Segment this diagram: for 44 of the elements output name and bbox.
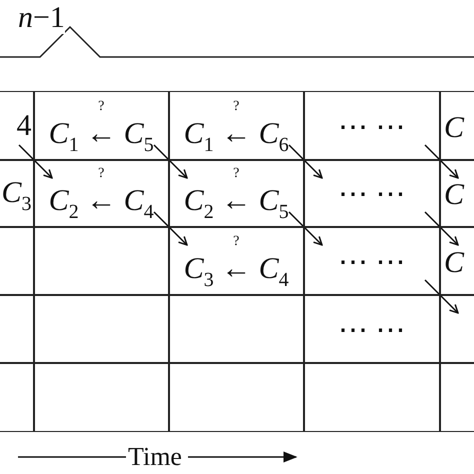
query-mark: ? [233,166,240,182]
table-cell [168,294,304,364]
table-cell [168,91,304,160]
table-cell [439,226,474,296]
cell-text: ⋯ ⋯ [338,314,406,348]
query-mark: ? [98,166,104,182]
cell-text: ⋯ ⋯ [338,246,406,280]
cell-text: C$_{1}$ ← C$_{6}$ [184,116,289,151]
table-cell [33,159,170,228]
table-cell [439,362,474,432]
table-cell [168,159,304,228]
table-cell [0,91,34,160]
table-cell [33,294,170,364]
table-cell [168,362,304,432]
table-cell [0,362,34,432]
cell-text: 4 [16,108,32,143]
query-mark: ? [233,98,240,115]
table-cell [439,294,474,364]
query-mark: ? [233,234,240,250]
query-mark: ? [98,98,104,115]
table-cell [33,226,170,296]
table-cell [439,159,474,228]
table-cell [168,226,304,296]
table-cell [33,362,170,432]
table-cell [0,159,34,228]
table-cell [303,91,440,160]
cell-text: ⋯ ⋯ [338,110,406,145]
table-cell [303,226,440,296]
cell-text: C$_{3}$ ← C$_{4}$ [184,252,289,286]
cell-text: C [444,246,464,280]
cell-text: ⋯ ⋯ [338,178,406,212]
table-cell [303,294,440,364]
table-cell [33,91,170,160]
table-cell [0,226,34,296]
cell-text: C [444,110,464,145]
cell-text: C$_{1}$ ← C$_{5}$ [48,116,154,151]
cell-text: C$_{2}$ ← C$_{4}$ [48,184,154,218]
table-cell [0,294,34,364]
cell-text: C [444,178,464,212]
cell-text: C$_{2}$ ← C$_{5}$ [184,184,289,218]
table-cell [439,91,474,160]
cell-text: C$_{3}$ [1,176,32,210]
table-cell [303,159,440,228]
table-cell [303,362,440,432]
